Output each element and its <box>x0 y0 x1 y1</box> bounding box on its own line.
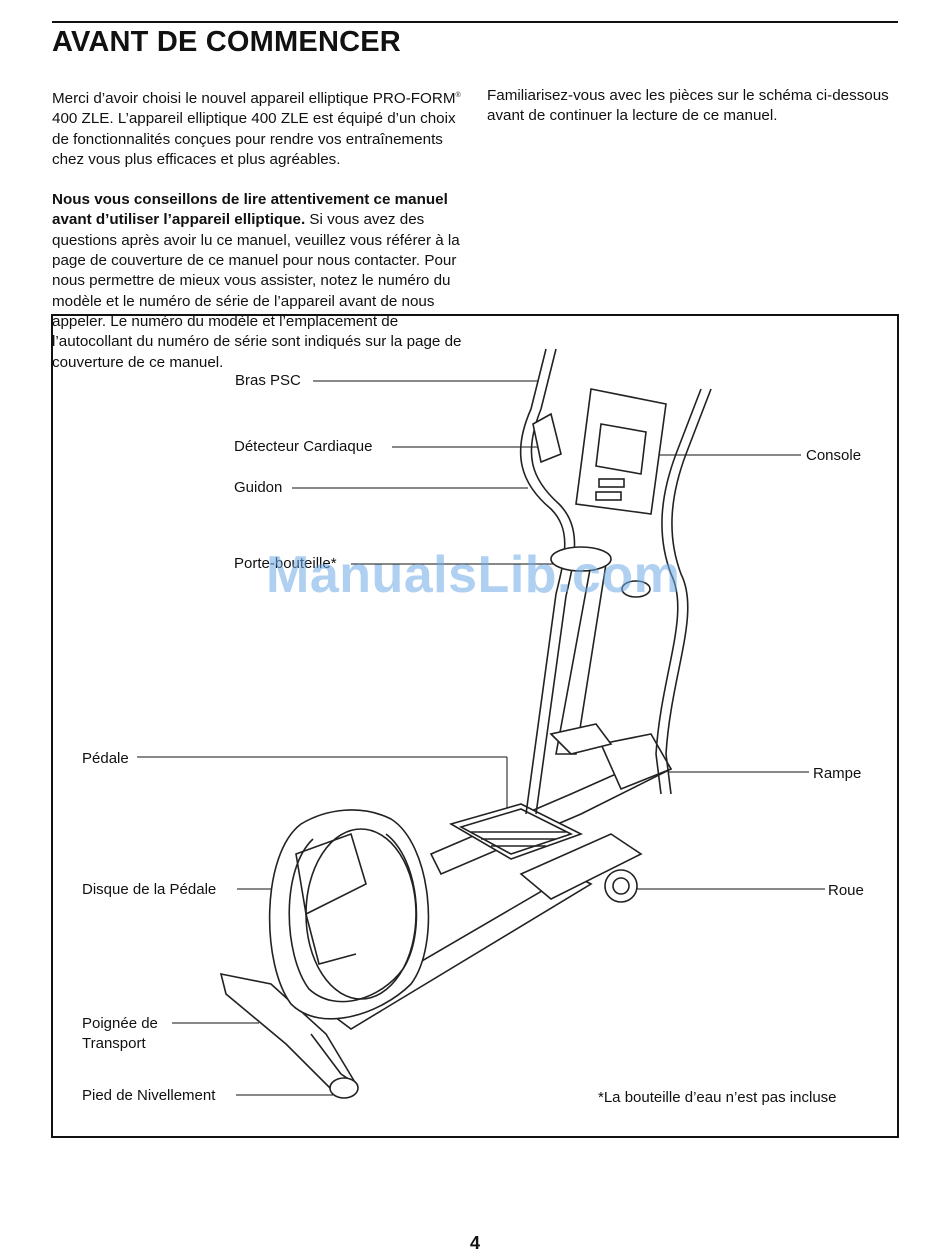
label-rampe: Rampe <box>813 764 861 784</box>
intro-column-right: Familiarisez-vous avec les pièces sur le… <box>487 86 899 147</box>
label-bras-psc: Bras PSC <box>235 371 301 391</box>
label-detecteur-cardiaque: Détecteur Cardiaque <box>234 437 372 457</box>
flywheel-housing <box>270 810 429 1019</box>
diagram-footnote: *La bouteille d’eau n’est pas incluse <box>598 1089 837 1106</box>
intro-paragraph-1: Merci d’avoir choisi le nouvel appareil … <box>52 86 467 170</box>
registered-mark: ® <box>455 92 460 99</box>
elliptical-illustration <box>51 314 899 1138</box>
label-poignee-transport-1: Poignée de <box>82 1014 158 1034</box>
page-title: AVANT DE COMMENCER <box>52 26 401 59</box>
label-disque-pedale: Disque de la Pédale <box>82 880 216 900</box>
label-console: Console <box>806 446 861 466</box>
watermark: ManualsLib.com <box>266 545 680 605</box>
label-pedale: Pédale <box>82 749 129 769</box>
console-shape <box>576 389 666 514</box>
top-rule <box>52 21 898 23</box>
label-pied-nivellement: Pied de Nivellement <box>82 1086 215 1106</box>
label-poignee-transport-2: Transport <box>82 1034 146 1054</box>
page-number: 4 <box>0 1233 950 1254</box>
label-guidon: Guidon <box>234 478 282 498</box>
label-roue: Roue <box>828 881 864 901</box>
intro-paragraph-3: Familiarisez-vous avec les pièces sur le… <box>487 86 899 127</box>
